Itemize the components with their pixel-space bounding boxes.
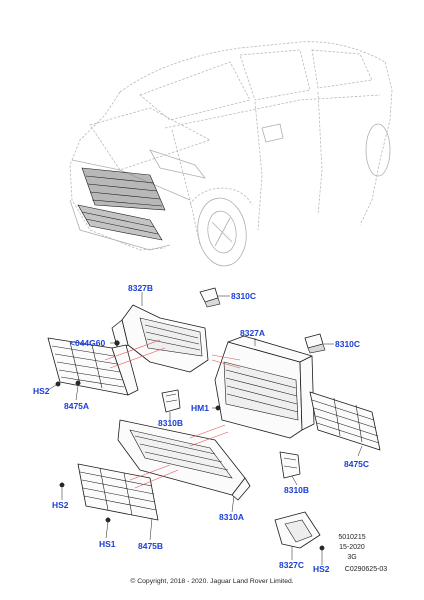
fastener-044g60 — [114, 340, 120, 346]
part-8475a-left-shutter — [47, 337, 139, 396]
fastener-hs1 — [105, 517, 111, 523]
callout-hs2-left[interactable]: HS2 — [33, 386, 50, 396]
callout-8310c-mid[interactable]: 8310C — [335, 339, 360, 349]
callout-hs1[interactable]: HS1 — [99, 539, 116, 549]
part-8310a-lower-carrier — [117, 419, 251, 501]
fastener-hs2-lower — [59, 482, 65, 488]
callout-hm1[interactable]: HM1 — [191, 403, 209, 413]
callout-8310b-right[interactable]: 8310B — [284, 485, 309, 495]
part-8475b-lower-shutter — [77, 463, 159, 521]
vehicle-outline — [69, 41, 393, 267]
fastener-hs2-left — [55, 381, 61, 387]
reference-code: 5010215 — [338, 534, 365, 541]
installation-guide-lines — [104, 339, 241, 489]
fastener-hs2-bottom — [319, 545, 325, 551]
callout-8475c[interactable]: 8475C — [344, 459, 369, 469]
copyright-notice: © Copyright, 2018 - 2020. Jaguar Land Ro… — [130, 577, 293, 585]
reference-rev: 3G — [347, 554, 356, 561]
part-8327a-central-duct — [214, 335, 315, 439]
callout-hs2-bottom[interactable]: HS2 — [313, 564, 330, 574]
callout-8327b[interactable]: 8327B — [128, 283, 153, 293]
callout-8475b[interactable]: 8475B — [138, 541, 163, 551]
callout-8310c-top[interactable]: 8310C — [231, 291, 256, 301]
part-8327c-lower-duct — [274, 511, 321, 549]
callout-8327a[interactable]: 8327A — [240, 328, 265, 338]
callout-044g60[interactable]: <044G60 — [70, 338, 105, 348]
callout-hs2-lower[interactable]: HS2 — [52, 500, 69, 510]
part-8310c-mid-bracket — [304, 333, 326, 354]
reference-drawing: C0290625-03 — [345, 566, 388, 573]
callout-8310b-center[interactable]: 8310B — [158, 418, 183, 428]
part-8310b-right-bracket — [279, 451, 301, 479]
reference-date: 15-2020 — [339, 544, 365, 551]
callout-8475a[interactable]: 8475A — [64, 401, 89, 411]
part-8310b-center-bracket — [161, 389, 181, 413]
part-8310c-top-bracket — [199, 287, 221, 308]
fastener-8475a — [75, 380, 81, 386]
part-8475c-right-shutter — [309, 391, 381, 451]
reference-block: 5010215 15-2020 3G C0290625-03 — [338, 534, 387, 573]
fastener-hm1 — [215, 405, 221, 411]
callout-8310a[interactable]: 8310A — [219, 512, 244, 522]
callout-8327c[interactable]: 8327C — [279, 560, 304, 570]
fasteners — [55, 340, 325, 551]
leader-lines — [47, 292, 363, 565]
